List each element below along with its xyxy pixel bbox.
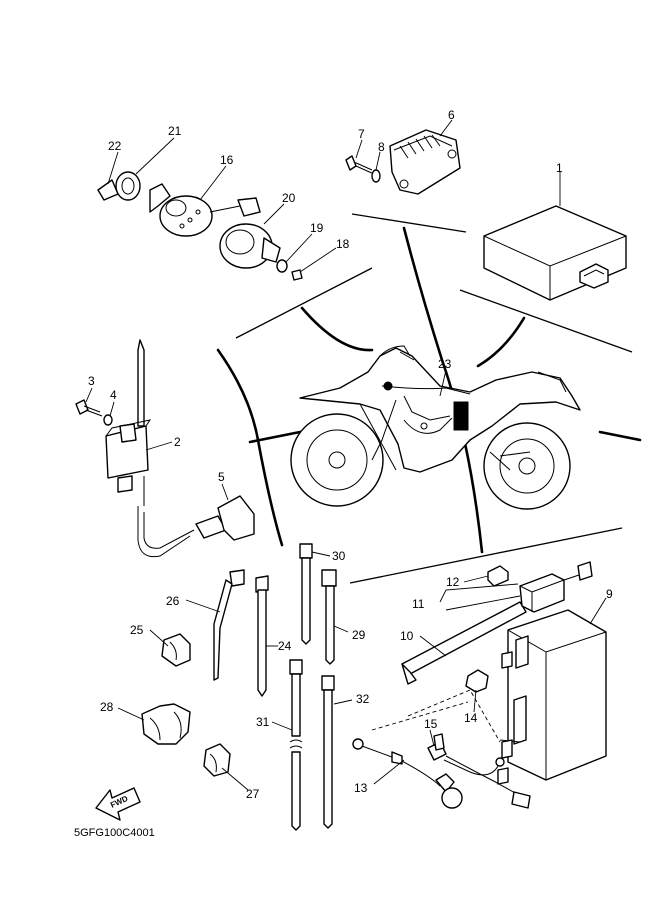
- part-6-rectifier: [389, 129, 461, 195]
- callout-29: 29: [352, 628, 366, 642]
- part-9-battery: [497, 609, 607, 785]
- part-3-bolt: [75, 399, 103, 417]
- callout-22: 22: [108, 139, 122, 153]
- part-11-fuse-holder: [519, 561, 593, 613]
- callout-1: 1: [556, 161, 563, 175]
- callout-26: 26: [166, 594, 180, 608]
- fwd-arrow-icon: FWD: [95, 787, 141, 821]
- part-19-washer: [276, 259, 288, 273]
- part-31-cable-tie: [289, 659, 303, 831]
- part-21-ring: [115, 171, 141, 201]
- part-30-cable-tie: [299, 543, 313, 645]
- callout-19: 19: [310, 221, 324, 235]
- part-14-cover: [465, 669, 489, 693]
- part-4-washer: [103, 414, 113, 426]
- callout-23: 23: [438, 357, 452, 371]
- part-27-clamp: [203, 743, 231, 777]
- callout-11: 11: [412, 597, 425, 611]
- callout-32: 32: [356, 692, 370, 706]
- callout-2: 2: [174, 435, 181, 449]
- part-12-fuse: [487, 565, 509, 587]
- part-7-bolt: [345, 155, 375, 175]
- part-2-ignition-coil: [105, 339, 195, 558]
- part-24-cable-tie: [255, 575, 269, 697]
- part-25-clamp: [161, 633, 191, 667]
- callout-31: 31: [256, 715, 270, 729]
- motorcycle-illustration: [290, 345, 581, 510]
- part-28-clamp: [141, 703, 191, 745]
- part-16-main-switch: [149, 183, 261, 237]
- callout-3: 3: [88, 374, 95, 388]
- part-1-box: [483, 205, 627, 301]
- diagram-code: 5GFG100C4001: [74, 827, 155, 839]
- callout-18: 18: [336, 237, 350, 251]
- callout-21: 21: [168, 124, 182, 138]
- callout-25: 25: [130, 623, 144, 637]
- part-10-battery-band: [401, 601, 527, 685]
- callout-30: 30: [332, 549, 346, 563]
- part-15-starter-relay: [427, 733, 531, 809]
- part-29-cable-tie: [321, 569, 337, 665]
- callout-5: 5: [218, 470, 225, 484]
- callout-16: 16: [220, 153, 234, 167]
- section-lines: [216, 213, 642, 584]
- part-26-cable-tie: [213, 569, 245, 681]
- callout-27: 27: [246, 787, 260, 801]
- callout-24: 24: [278, 639, 292, 653]
- callout-15: 15: [424, 717, 438, 731]
- callout-labels: 1 2 3 4 5 6 7 8 9 10 11 12 13 14 15 16 1…: [88, 108, 613, 801]
- callout-8: 8: [378, 140, 385, 154]
- callout-13: 13: [354, 781, 368, 795]
- callout-12: 12: [446, 575, 460, 589]
- callout-9: 9: [606, 587, 613, 601]
- part-18-bolt: [291, 269, 303, 281]
- callout-10: 10: [400, 629, 414, 643]
- callout-28: 28: [100, 700, 114, 714]
- part-5-plug-cap: [195, 495, 255, 541]
- part-32-cable-tie: [321, 675, 335, 829]
- callout-14: 14: [464, 711, 478, 725]
- callout-6: 6: [448, 108, 455, 122]
- leader-lines: [85, 119, 607, 791]
- callout-4: 4: [110, 388, 117, 402]
- part-20-cover: [219, 223, 281, 269]
- part-8-washer: [371, 169, 381, 183]
- callout-20: 20: [282, 191, 296, 205]
- callout-7: 7: [358, 127, 365, 141]
- part-13-lead: [352, 738, 463, 809]
